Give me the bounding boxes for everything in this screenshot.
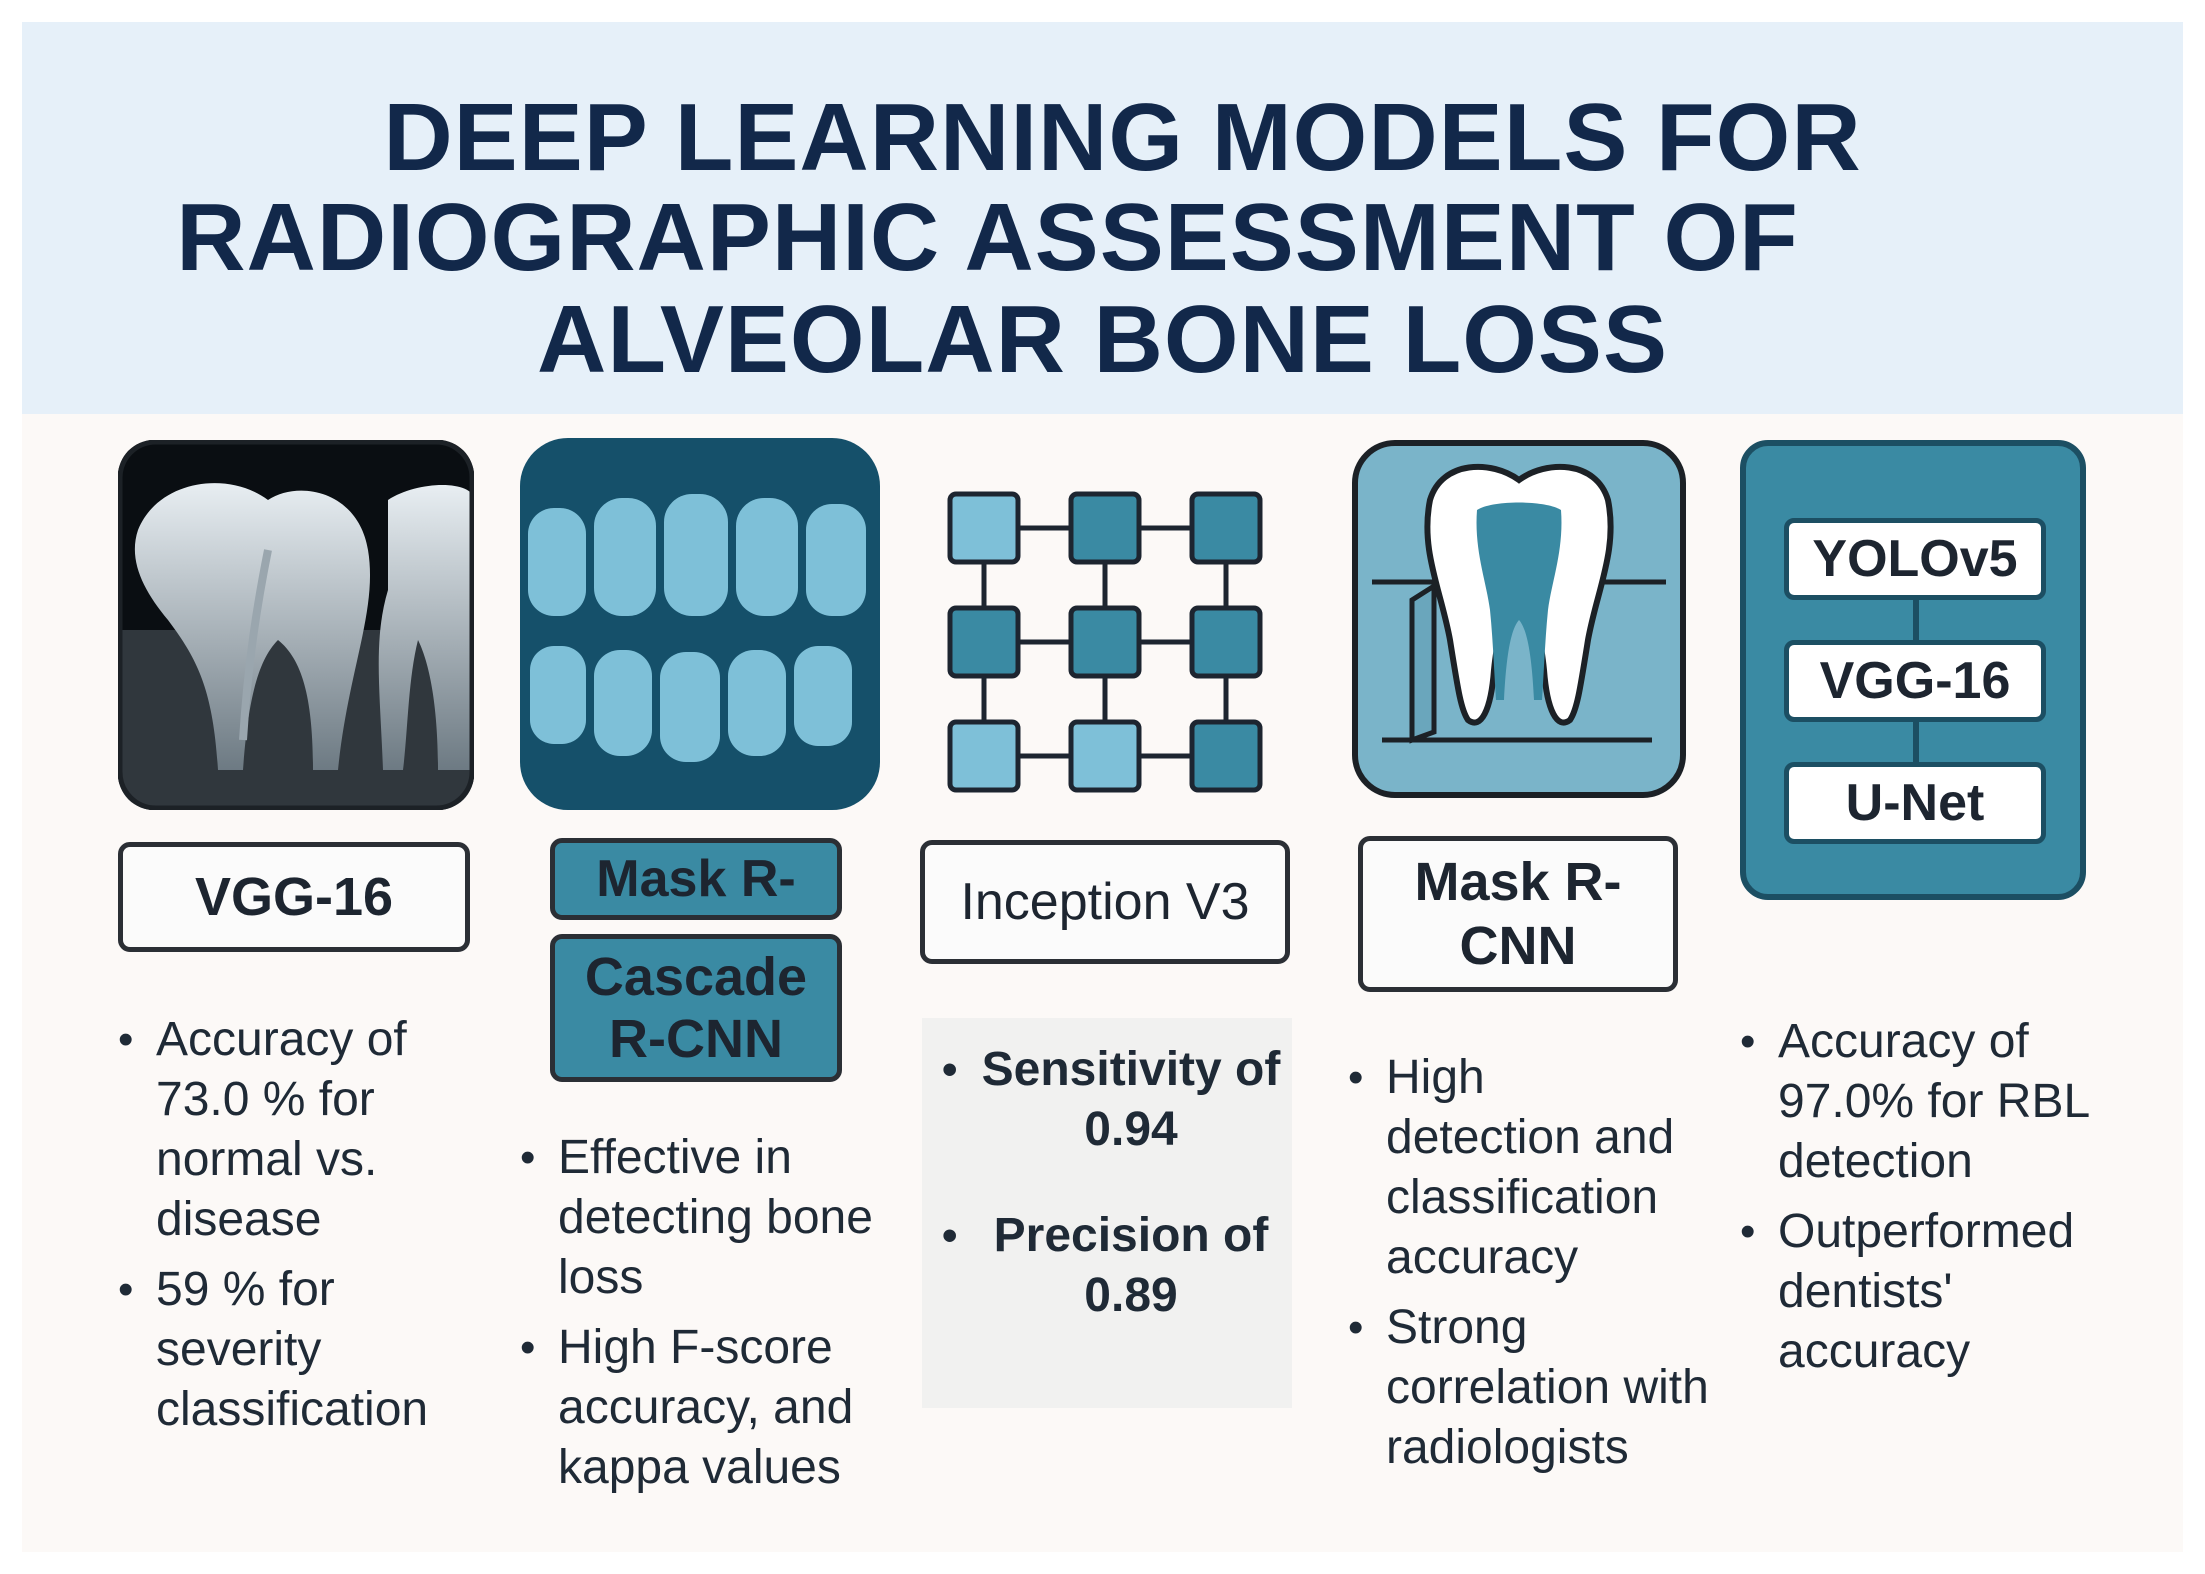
list-item: 59 % for severity classification <box>118 1260 478 1440</box>
bullets-vgg16: Accuracy of 73.0 % for normal vs. diseas… <box>118 1010 478 1450</box>
bullets-mask-rcnn: High detection and classification accura… <box>1348 1048 1748 1488</box>
stack-item-vgg16: VGG-16 <box>1784 640 2046 722</box>
bullets-inception-v3: Sensitivity of 0.94 Precision of 0.89 <box>942 1040 1282 1336</box>
stack-item-yolov5: YOLOv5 <box>1784 518 2046 600</box>
list-item: High F-score accuracy, and kappa values <box>520 1318 890 1498</box>
tooth-xray-icon <box>118 440 474 810</box>
list-item: Outperformed dentists' accuracy <box>1740 1202 2120 1382</box>
tooth-cross-section-icon <box>1352 440 1686 798</box>
network-grid-icon <box>947 491 1263 793</box>
list-item: High detection and classification accura… <box>1348 1048 1748 1288</box>
title-line-3: ALVEOLAR BONE LOSS <box>537 286 1668 393</box>
model-label-cascade-rcnn: Cascade R-CNN <box>550 934 842 1082</box>
bullets-cascade-rcnn: Effective in detecting bone loss High F-… <box>520 1128 890 1508</box>
list-item: Effective in detecting bone loss <box>520 1128 890 1308</box>
stack-item-unet: U-Net <box>1784 762 2046 844</box>
list-item: Strong correlation with radiologists <box>1348 1298 1748 1478</box>
model-label-mask-r: Mask R- <box>550 838 842 920</box>
bullets-stack: Accuracy of 97.0% for RBL detection Outp… <box>1740 1012 2120 1392</box>
model-label-inception-v3: Inception V3 <box>920 840 1290 964</box>
model-label-vgg16: VGG-16 <box>118 842 470 952</box>
list-item: Accuracy of 73.0 % for normal vs. diseas… <box>118 1010 478 1250</box>
model-label-mask-rcnn: Mask R-CNN <box>1358 836 1678 992</box>
model-stack-icon: YOLOv5 VGG-16 U-Net <box>1740 440 2086 900</box>
list-item: Accuracy of 97.0% for RBL detection <box>1740 1012 2120 1192</box>
title-line-2: RADIOGRAPHIC ASSESSMENT OF <box>176 184 1799 291</box>
title-line-1: DEEP LEARNING MODELS FOR <box>383 84 1862 191</box>
title-banner <box>22 22 2183 414</box>
list-item: Precision of 0.89 <box>942 1206 1282 1326</box>
dental-arch-icon <box>520 438 880 810</box>
list-item: Sensitivity of 0.94 <box>942 1040 1282 1160</box>
